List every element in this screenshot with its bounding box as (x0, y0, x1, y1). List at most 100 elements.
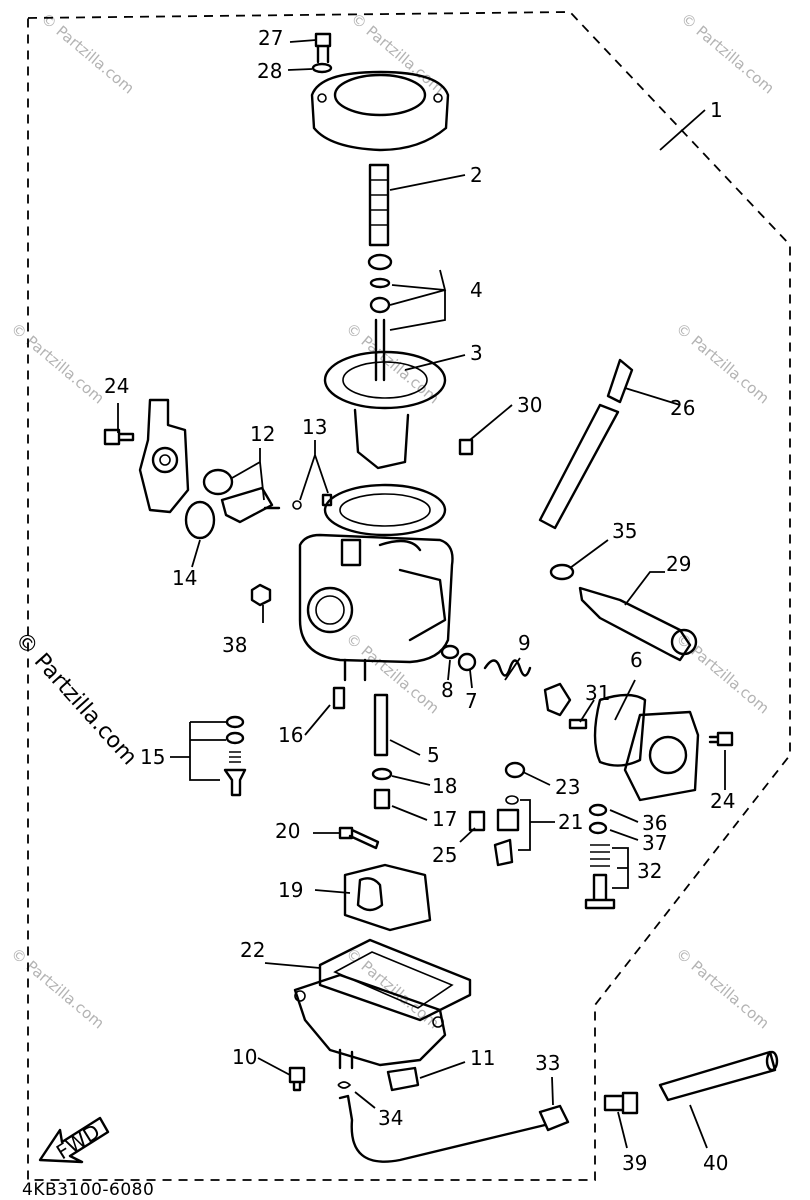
part-8-washer (440, 644, 460, 660)
part-23-cap (504, 761, 526, 779)
callout-7: 7 (465, 689, 478, 713)
callout-8: 8 (441, 678, 454, 702)
callout-31: 31 (585, 681, 610, 705)
part-10-screw (288, 1066, 306, 1092)
callout-17: 17 (432, 807, 457, 831)
callout-37: 37 (642, 831, 667, 855)
callout-9: 9 (518, 631, 531, 655)
callout-38: 38 (222, 633, 247, 657)
part-35-o-ring (549, 563, 575, 581)
part-25-plug (468, 810, 486, 832)
watermark: © Partzilla.com (37, 9, 137, 97)
assembly-boundary (27, 11, 791, 1181)
part-cover-top (310, 70, 450, 152)
part-18-washer (371, 767, 393, 781)
part-4-needle-set (367, 253, 393, 382)
callout-11: 11 (470, 1046, 495, 1070)
fwd-arrow-icon: FWD (38, 1116, 110, 1164)
callout-10: 10 (232, 1045, 257, 1069)
callout-23: 23 (555, 775, 580, 799)
callout-13: 13 (302, 415, 327, 439)
callout-36: 36 (642, 811, 667, 835)
part-drain-hose (338, 1094, 547, 1163)
drawing-code: 4KB3100-6080 (22, 1180, 154, 1200)
watermark: © Partzilla.com (7, 944, 107, 1032)
fwd-label: FWD (52, 1119, 104, 1164)
callout-12: 12 (250, 422, 275, 446)
part-24-screw-right (708, 731, 734, 747)
callout-27: 27 (258, 26, 283, 50)
part-21-starter-plunger (493, 795, 520, 867)
part-36-washer (588, 803, 608, 817)
part-38-nut (250, 583, 272, 607)
part-1-carburetor-body (298, 483, 454, 682)
part-32-screw-spring (584, 844, 616, 910)
callout-3: 3 (470, 341, 483, 365)
part-2-spring (368, 163, 390, 247)
part-39-fitting (603, 1091, 639, 1115)
callout-15: 15 (140, 745, 165, 769)
part-24-screw-left (103, 428, 135, 446)
watermark: © Partzilla.com (342, 944, 442, 1032)
part-11-drain-screw (386, 1066, 420, 1092)
callout-21: 21 (558, 810, 583, 834)
watermark-large: © Partzilla.com (10, 627, 142, 770)
callout-25: 25 (432, 843, 457, 867)
callout-20: 20 (275, 819, 300, 843)
part-13-small-parts (292, 493, 333, 510)
callouts: 1 2 3 4 5 6 7 8 9 10 11 12 13 14 15 16 1… (104, 26, 735, 1175)
part-33-fitting (538, 1104, 570, 1132)
watermark: © Partzilla.com (7, 319, 107, 407)
callout-16: 16 (278, 723, 303, 747)
part-34-clip (337, 1081, 352, 1089)
watermark: © Partzilla.com (347, 9, 447, 97)
leader-lines (117, 39, 726, 1149)
callout-28: 28 (257, 59, 282, 83)
callout-40: 40 (703, 1151, 728, 1175)
callout-18: 18 (432, 774, 457, 798)
part-28-washer (311, 62, 333, 74)
part-37-washer (588, 821, 608, 835)
callout-33: 33 (535, 1051, 560, 1075)
watermark: © Partzilla.com (672, 319, 772, 407)
part-6-gasket (593, 693, 647, 767)
callout-2: 2 (470, 163, 483, 187)
callout-30: 30 (517, 393, 542, 417)
part-20-screw (338, 826, 380, 850)
part-5-needle-jet (373, 693, 389, 757)
part-40-hose (658, 1050, 779, 1102)
callout-6: 6 (630, 648, 643, 672)
callout-39: 39 (622, 1151, 647, 1175)
callout-26: 26 (670, 396, 695, 420)
callout-22: 22 (240, 938, 265, 962)
callout-24a: 24 (104, 374, 129, 398)
part-7-washer (457, 652, 477, 672)
part-27-screw (314, 32, 332, 64)
part-9-spring (483, 659, 532, 677)
part-16-plug (332, 686, 346, 710)
part-26-hose (538, 358, 634, 530)
callout-4: 4 (470, 278, 483, 302)
part-19-holder (343, 863, 432, 932)
part-float-bowl (293, 973, 447, 1070)
callout-19: 19 (278, 878, 303, 902)
part-30-plug (458, 438, 474, 456)
callout-5: 5 (427, 743, 440, 767)
part-3-diaphragm-piston (323, 350, 447, 470)
callout-34: 34 (378, 1106, 403, 1130)
part-12-coasting-enricher (202, 468, 281, 524)
watermark: © Partzilla.com (677, 9, 777, 97)
callout-14: 14 (172, 566, 197, 590)
part-side-cover-right (623, 710, 700, 802)
callout-29: 29 (666, 552, 691, 576)
callout-35: 35 (612, 519, 637, 543)
watermark: © Partzilla.com (342, 629, 442, 717)
part-side-cover (138, 398, 190, 514)
part-15-pilot-screw-set (223, 715, 247, 797)
callout-24b: 24 (710, 789, 735, 813)
part-29-throttle-stop (578, 586, 698, 662)
part-14-o-ring (184, 500, 216, 540)
part-22-bowl-gasket (318, 938, 472, 1022)
callout-32: 32 (637, 859, 662, 883)
